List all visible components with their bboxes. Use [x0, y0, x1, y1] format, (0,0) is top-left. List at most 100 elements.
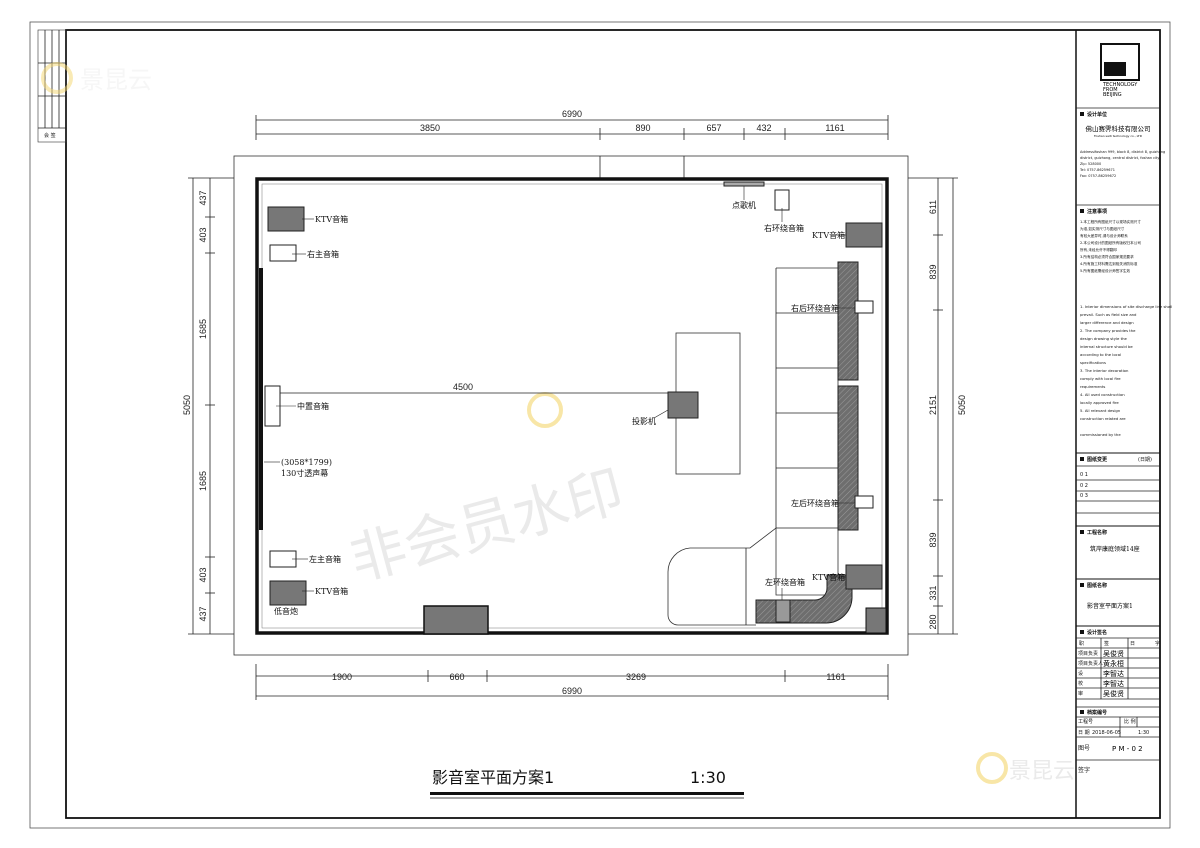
title-block-text: 项目负责人 [1078, 660, 1103, 667]
dim-left-seg: 1685 [198, 471, 208, 491]
title-block-text: 0 1 [1080, 472, 1088, 478]
corner-column [865, 607, 887, 634]
svg-text:景昆云: 景昆云 [80, 66, 152, 94]
drawing-number: P M - 0 2 [1112, 745, 1143, 753]
seating [667, 261, 859, 626]
title-block-text: Foshan saiti technology co., LTD [1094, 134, 1143, 138]
title-block-text: construction related are [1080, 416, 1126, 421]
title-block-text: comply with local fire [1080, 376, 1121, 381]
dim-bottom-seg: 660 [449, 672, 464, 682]
top-dimensions: 6990 3850 890 657 432 1161 [255, 109, 889, 140]
dim-right-seg: 331 [928, 585, 938, 600]
title-block-text: 3.所有结构必须符合国家规范要求 [1080, 254, 1134, 259]
dim-right-seg: 611 [928, 200, 938, 214]
title-block-text: 李智达 [1103, 669, 1124, 678]
song-machine-icon [723, 181, 765, 187]
title-block-text: 字 [1155, 640, 1160, 647]
title-block-text: 为准,如实测尺寸与图纸尺寸 [1080, 226, 1125, 231]
title-block-text: 3. The interior decoration [1080, 368, 1129, 373]
title-block-text: 2018-06-05 [1092, 730, 1121, 736]
title-block-text: larger difference and design [1080, 320, 1134, 325]
label-left-main: 左主音箱 [309, 554, 341, 564]
title-block-text: 工程号 [1078, 718, 1093, 725]
label-left-rear-surround: 左后环绕音箱 [791, 498, 839, 508]
dim-right-total: 5050 [957, 395, 967, 415]
drawing-name: 影音室平面方案1 [1087, 602, 1133, 610]
title-block-text: 签字 [1078, 766, 1090, 774]
title-block-text: design drawing style the [1080, 336, 1127, 341]
title-block-text: 项目负责 [1078, 650, 1098, 657]
watermark-logo-bottom-right: 景昆云 [976, 752, 1075, 784]
title-block-text: 有较大差异时,请与设计师联系 [1080, 233, 1128, 238]
projector [667, 391, 699, 419]
speaker-icon [775, 599, 791, 623]
title-block-text: 职 [1079, 641, 1084, 647]
dim-right-seg: 2151 [928, 395, 938, 415]
inner-wall [255, 177, 889, 635]
title-underline [430, 792, 744, 795]
title-block-text: Fax: 0757-86259672 [1080, 174, 1116, 178]
title-block-text: 吴俊贤 [1103, 689, 1124, 698]
title-block: TECHNOLOGY FROM BEIJING 设计单位 佛山赛霁科技有限公司 … [1075, 30, 1172, 818]
screen-wall [259, 268, 263, 530]
project-name: 筑岸康庭领域14座 [1090, 545, 1140, 553]
dim-projection: 4500 [453, 382, 473, 392]
dim-right-seg: 280 [928, 614, 938, 629]
left-signoff-strip: 会 签 [37, 29, 67, 143]
title-block-text: prevail. Such as field size and [1080, 312, 1137, 317]
title-block-text: 日 [1130, 641, 1135, 647]
labels [264, 186, 855, 600]
label-left-surround: 左环绕音箱 [765, 577, 805, 587]
title-block-text: 设 [1078, 670, 1083, 677]
label-screen-name: 130寸透声幕 [281, 468, 328, 478]
title-block-text: 签 [1104, 640, 1109, 647]
title-block-text: locally approved fire [1080, 400, 1119, 405]
label-projector: 投影机 [632, 416, 656, 426]
label-ktv-bottom-left: KTV音箱 [315, 586, 348, 596]
svg-text:景昆云: 景昆云 [1009, 759, 1075, 784]
title-block-text: 档案编号 [1087, 709, 1107, 716]
svg-text:BEIJING: BEIJING [1103, 92, 1122, 98]
left-strip-label: 会 签 [44, 132, 56, 139]
right-dimensions: 611 839 2151 839 331 280 5050 [908, 177, 967, 635]
title-block-text: 4.所有施工材料需达到相关消防标准 [1080, 261, 1138, 266]
title-block-text: 日 期 [1078, 730, 1090, 736]
title-block-text: according to the local [1080, 352, 1121, 357]
title-block-text: 5.所有图纸需经设计师签字生效 [1080, 268, 1131, 273]
dim-top-seg: 1161 [825, 123, 844, 133]
label-center: 中置音箱 [297, 401, 329, 411]
watermark: 非会员水印 [343, 392, 630, 594]
dim-right-seg: 839 [928, 532, 938, 547]
title-block-text: Zip: 528000 [1080, 162, 1101, 166]
sheet-outer-border [29, 21, 1171, 829]
label-ktv-top-right: KTV音箱 [812, 230, 845, 240]
title-block-text: 图纸名称 [1087, 582, 1107, 589]
label-right-surround: 右环绕音箱 [764, 223, 804, 233]
ktv-speaker-icon [845, 564, 883, 590]
title-block-text: 0 2 [1080, 483, 1088, 489]
label-right-main: 右主音箱 [307, 249, 339, 259]
speaker-icon [774, 189, 790, 211]
title-block-text: 2. The company provides the [1080, 328, 1136, 333]
dim-bottom-seg: 1161 [826, 672, 845, 682]
title-block-text: 图纸变更 [1087, 456, 1108, 463]
speaker-icon [269, 244, 297, 262]
label-screen-size: (3058*1799) [281, 458, 332, 467]
title-block-text: requirements [1080, 384, 1105, 389]
title-block-text: 李智达 [1103, 679, 1124, 688]
title-block-text: 2.本公司设计的图纸所有版权归本公司 [1080, 240, 1141, 245]
title-block-text: 5. All relevant design [1080, 408, 1121, 413]
bottom-dimensions: 1900 660 3269 1161 6990 [255, 664, 889, 700]
label-right-rear-surround: 右后环绕音箱 [791, 303, 839, 313]
label-subwoofer: 低音炮 [274, 606, 298, 616]
title-block-text: Tel: 0757-86259671 [1079, 168, 1115, 172]
title-block-text: 图号 [1078, 745, 1090, 752]
dim-top-total: 6990 [562, 109, 582, 119]
dim-top-seg: 3850 [420, 123, 440, 133]
title-block-text: 1. Interior dimensions of site discharge… [1080, 304, 1172, 309]
title-block-text: 工程名称 [1087, 529, 1107, 536]
dim-left-seg: 403 [198, 227, 208, 242]
title-block-text: specifications [1080, 360, 1106, 365]
title-block-text: 4. All used construction [1080, 392, 1125, 397]
